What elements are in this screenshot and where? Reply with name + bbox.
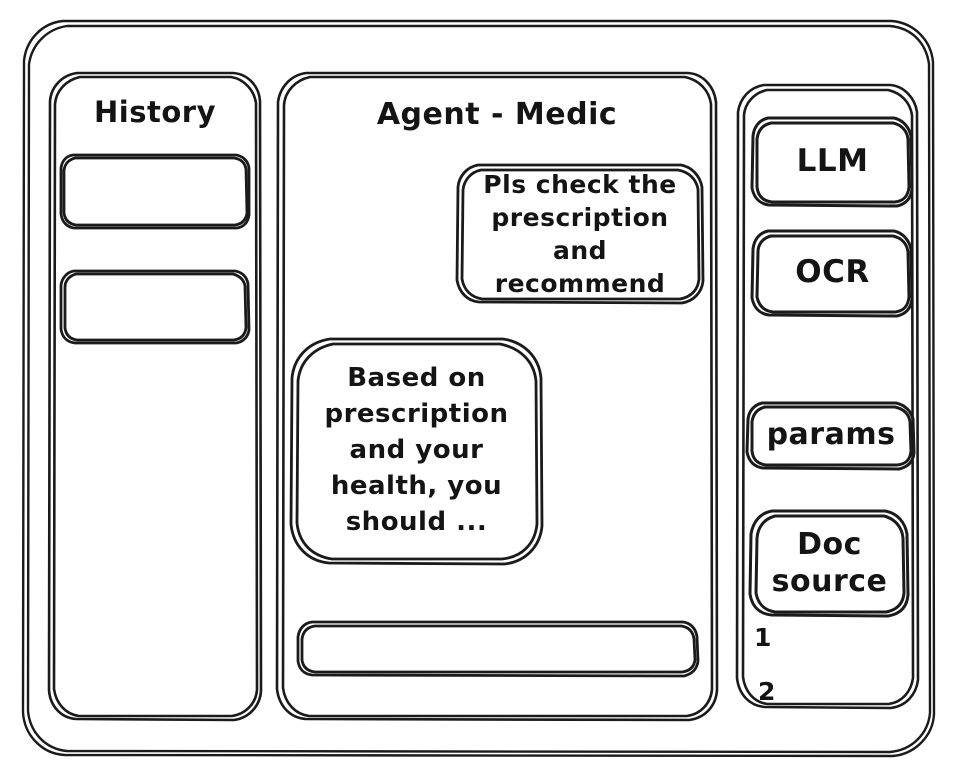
tool-button-doc-source[interactable]: Doc source — [748, 508, 911, 618]
history-item[interactable] — [59, 152, 251, 230]
chat-panel: Agent - Medic Pls check the prescription… — [275, 70, 719, 722]
tools-panel: LLM OCR params Doc source 1 2 — [735, 82, 921, 710]
message-input[interactable] — [296, 619, 700, 678]
history-panel-title: History — [94, 95, 216, 129]
tool-button-doc-source-label: Doc source — [771, 526, 888, 600]
tool-button-llm[interactable]: LLM — [750, 115, 915, 208]
tool-button-ocr[interactable]: OCR — [750, 228, 915, 318]
history-panel: History — [47, 70, 263, 722]
tool-button-params[interactable]: params — [745, 400, 917, 471]
tool-button-params-label: params — [766, 417, 896, 452]
chat-message-agent: Based on prescription and your health, y… — [288, 336, 545, 566]
doc-source-list-item[interactable]: 1 — [754, 623, 772, 652]
tool-button-llm-label: LLM — [796, 142, 869, 179]
history-item[interactable] — [59, 268, 251, 345]
chat-message-user: Pls check the prescription and recommend — [455, 162, 705, 305]
chat-message-agent-text: Based on prescription and your health, y… — [324, 363, 509, 537]
chat-message-user-text: Pls check the prescription and recommend — [483, 169, 677, 298]
chat-panel-title: Agent - Medic — [376, 97, 618, 132]
doc-source-list-item[interactable]: 2 — [758, 677, 776, 706]
tool-button-ocr-label: OCR — [795, 254, 870, 291]
